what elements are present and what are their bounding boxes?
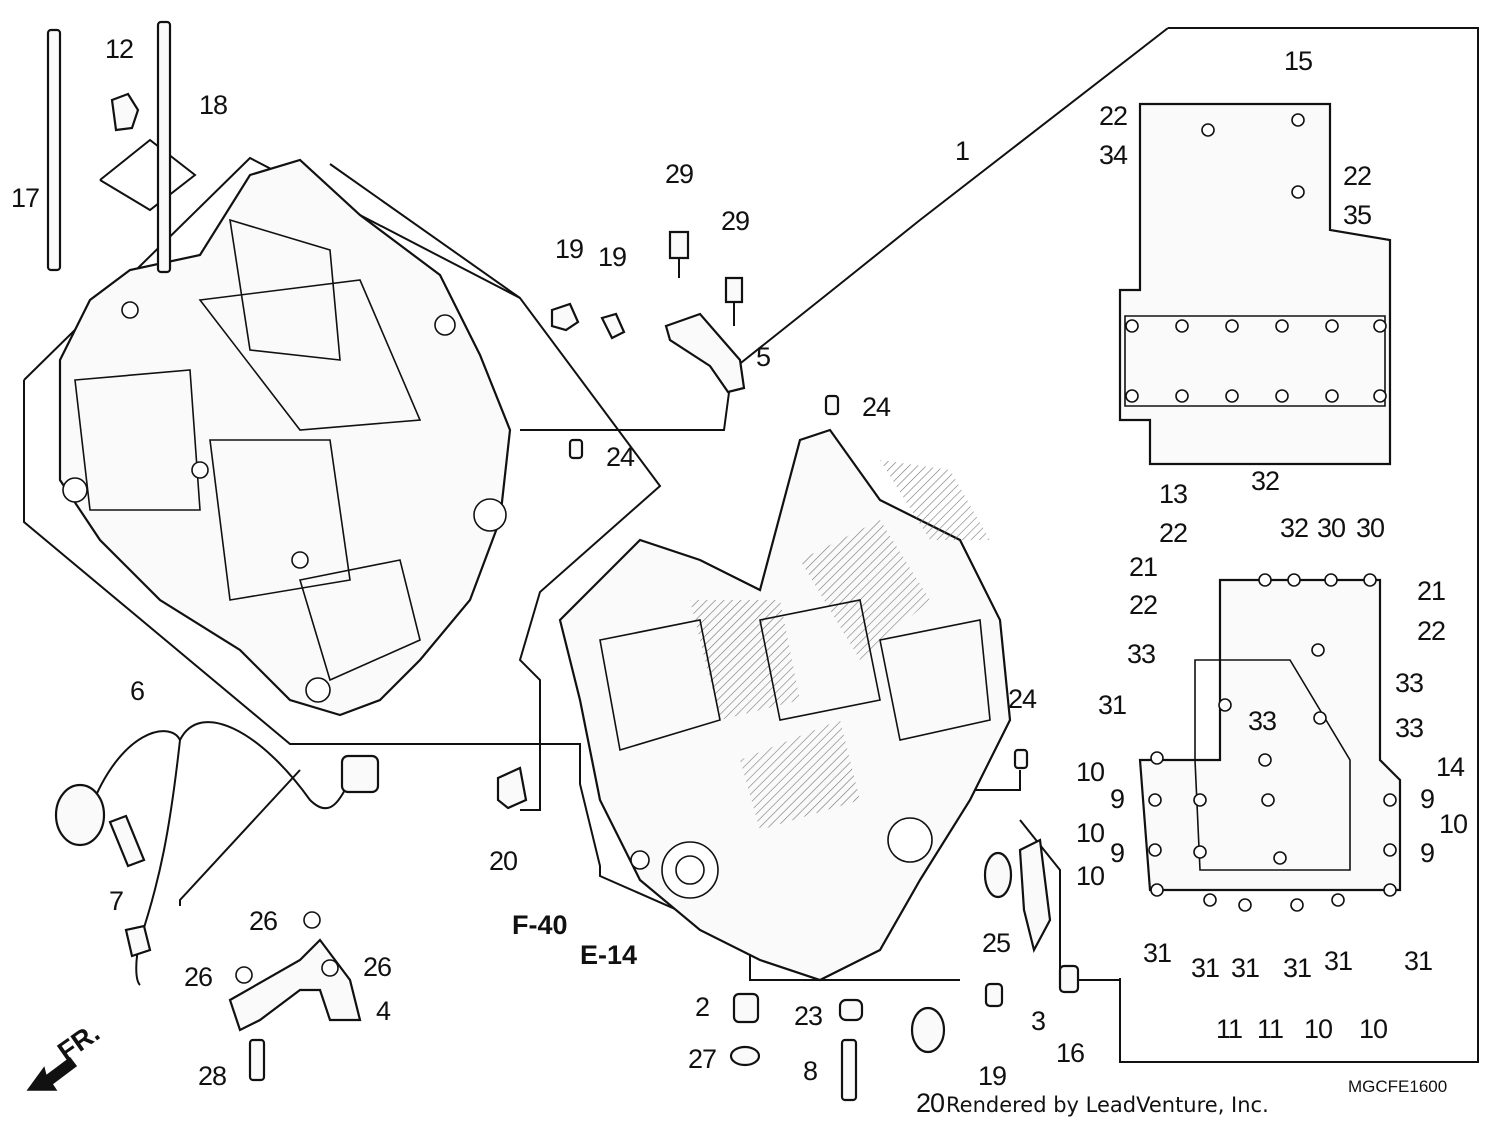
callout-c9b[interactable]: 9 (1110, 838, 1125, 868)
callout-c32a[interactable]: 32 (1251, 466, 1280, 496)
callout-c22c[interactable]: 22 (1159, 518, 1188, 548)
callout-c31a[interactable]: 31 (1098, 690, 1127, 720)
callout-c31b[interactable]: 31 (1143, 938, 1172, 968)
callout-c1[interactable]: 1 (955, 136, 970, 166)
callout-c10e[interactable]: 10 (1304, 1014, 1333, 1044)
direction-label: FR. (52, 1017, 105, 1067)
callout-c31c[interactable]: 31 (1191, 953, 1220, 983)
callout-c2[interactable]: 2 (695, 992, 710, 1022)
callout-c33c[interactable]: 33 (1248, 706, 1277, 736)
callout-c24b[interactable]: 24 (606, 442, 636, 472)
studs-and-bolt (46, 20, 172, 274)
ref-e14[interactable]: E-14 (580, 940, 637, 970)
callout-c15[interactable]: 15 (1284, 46, 1313, 76)
callout-c27[interactable]: 27 (688, 1044, 717, 1074)
bracket-assembly (228, 911, 362, 1082)
callout-c11b[interactable]: 11 (1257, 1014, 1284, 1044)
callout-c19a[interactable]: 19 (555, 234, 584, 264)
callout-c10a[interactable]: 10 (1076, 757, 1105, 787)
callout-c21a[interactable]: 21 (1129, 552, 1158, 582)
callout-c21b[interactable]: 21 (1417, 576, 1446, 606)
callout-c19b[interactable]: 19 (598, 242, 627, 272)
bottom-hardware (729, 838, 1080, 1102)
callout-c16[interactable]: 16 (1056, 1038, 1085, 1068)
callout-c26b[interactable]: 26 (184, 962, 213, 992)
callout-c31f[interactable]: 31 (1324, 946, 1353, 976)
callout-c26a[interactable]: 26 (249, 906, 278, 936)
callout-c24c[interactable]: 24 (1008, 684, 1038, 714)
callout-c32b[interactable]: 32 (1280, 513, 1309, 543)
callout-c13[interactable]: 13 (1159, 479, 1188, 509)
gasket-part-1 (1118, 102, 1392, 466)
oil-pan-bolt-pattern (1138, 573, 1402, 912)
callout-c31e[interactable]: 31 (1283, 953, 1312, 983)
callout-c14[interactable]: 14 (1436, 752, 1466, 782)
callout-c22b[interactable]: 22 (1343, 161, 1372, 191)
callout-c9a[interactable]: 9 (1110, 784, 1125, 814)
diagram-code: MGCFE1600 (1348, 1077, 1447, 1096)
callout-c9c[interactable]: 9 (1420, 784, 1435, 814)
lower-crankcase-center (558, 428, 1012, 982)
credit-text: Rendered by LeadVenture, Inc. (946, 1093, 1269, 1117)
callout-c23[interactable]: 23 (794, 1001, 823, 1031)
callout-c31g[interactable]: 31 (1404, 946, 1433, 976)
front-direction-arrow: FR. (26, 1017, 105, 1091)
callout-c30a[interactable]: 30 (1317, 513, 1346, 543)
callout-c22a[interactable]: 22 (1099, 101, 1128, 131)
callout-c10b[interactable]: 10 (1076, 818, 1105, 848)
callout-c19c[interactable]: 19 (978, 1061, 1007, 1091)
callout-c5[interactable]: 5 (756, 342, 771, 372)
callout-c6[interactable]: 6 (130, 676, 145, 706)
ref-f40[interactable]: F-40 (512, 910, 568, 940)
callout-c33a[interactable]: 33 (1127, 639, 1156, 669)
callout-c33b[interactable]: 33 (1395, 668, 1424, 698)
callout-c29a[interactable]: 29 (665, 159, 694, 189)
callout-c33d[interactable]: 33 (1395, 713, 1424, 743)
callout-c8[interactable]: 8 (803, 1056, 818, 1086)
callout-c17[interactable]: 17 (11, 183, 40, 213)
callout-c24a[interactable]: 24 (862, 392, 892, 422)
callout-c10f[interactable]: 10 (1359, 1014, 1388, 1044)
callout-c34[interactable]: 34 (1099, 140, 1129, 170)
callout-c31d[interactable]: 31 (1231, 953, 1260, 983)
callout-c25[interactable]: 25 (982, 928, 1011, 958)
sensor-harness (54, 721, 380, 986)
callout-c22e[interactable]: 22 (1417, 616, 1446, 646)
callout-c28[interactable]: 28 (198, 1061, 227, 1091)
arrow-icon (26, 1056, 78, 1091)
callout-c22d[interactable]: 22 (1129, 590, 1158, 620)
callout-c12[interactable]: 12 (105, 34, 134, 64)
callout-c30b[interactable]: 30 (1356, 513, 1385, 543)
small-hardware (496, 230, 1029, 810)
callout-c11a[interactable]: 11 (1216, 1014, 1243, 1044)
callout-c20b[interactable]: 20 (916, 1088, 945, 1118)
upper-crankcase-left (58, 158, 512, 717)
callout-c7[interactable]: 7 (109, 886, 124, 916)
reference-labels: F-40E-14 (512, 910, 637, 970)
callout-c20a[interactable]: 20 (489, 846, 518, 876)
callout-c35[interactable]: 35 (1343, 200, 1372, 230)
callout-c10c[interactable]: 10 (1076, 861, 1105, 891)
callout-c26c[interactable]: 26 (363, 952, 392, 982)
callout-c3[interactable]: 3 (1031, 1006, 1046, 1036)
callout-c18[interactable]: 18 (199, 90, 228, 120)
callout-c29b[interactable]: 29 (721, 206, 750, 236)
callout-c10d[interactable]: 10 (1439, 809, 1468, 839)
callout-c9d[interactable]: 9 (1420, 838, 1435, 868)
callout-c4[interactable]: 4 (376, 996, 392, 1026)
